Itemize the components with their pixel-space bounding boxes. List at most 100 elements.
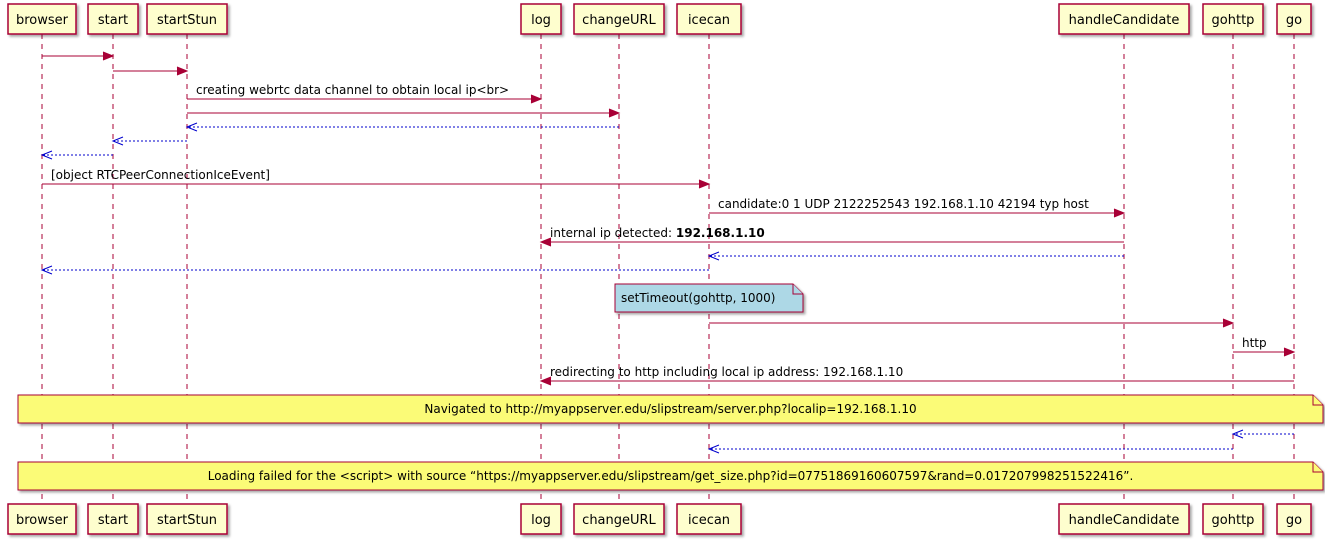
participant-label: gohttp	[1212, 13, 1255, 28]
note-2: Navigated to http://myappserver.edu/slip…	[17, 394, 1324, 424]
note-text: setTimeout(gohttp, 1000)	[621, 291, 775, 305]
message-label: [object RTCPeerConnectionIceEvent]	[51, 168, 270, 182]
note-text: Navigated to http://myappserver.edu/slip…	[424, 402, 916, 416]
participant-box	[1202, 3, 1264, 35]
participant-box	[146, 3, 228, 35]
message-handlecandidate-to-icecan	[707, 251, 1124, 261]
message-startstun-to-start	[111, 136, 187, 146]
arrow-head-icon	[40, 150, 53, 160]
arrow-head-icon	[698, 179, 711, 189]
arrow-head-icon	[707, 251, 720, 261]
participant-box	[676, 3, 742, 35]
message-go-to-log: redirecting to http including local ip a…	[539, 365, 1294, 386]
participant-gohttp-bottom: gohttp	[1202, 503, 1264, 535]
note-3: Loading failed for the <script> with sou…	[17, 461, 1324, 491]
message-label: candidate:0 1 UDP 2122252543 192.168.1.1…	[718, 197, 1089, 211]
participant-box	[573, 3, 665, 35]
arrow-head-icon	[102, 51, 115, 61]
participant-label: startStun	[157, 513, 217, 528]
message-text: creating webrtc data channel to obtain l…	[196, 83, 509, 97]
participant-label: go	[1286, 513, 1302, 528]
message-bold-text: 192.168.1.10	[676, 226, 765, 240]
message-text: [object RTCPeerConnectionIceEvent]	[51, 168, 270, 182]
note-shape	[614, 283, 804, 313]
message-gohttp-to-icecan	[707, 444, 1233, 454]
participant-box	[1276, 503, 1312, 535]
message-icecan-to-handlecandidate: candidate:0 1 UDP 2122252543 192.168.1.1…	[709, 197, 1126, 218]
participant-browser-top: browser	[7, 3, 77, 35]
message-icecan-to-gohttp	[709, 318, 1235, 328]
participant-label: icecan	[688, 13, 730, 28]
note-text: Loading failed for the <script> with sou…	[208, 469, 1134, 483]
message-gohttp-to-go: http	[1233, 336, 1296, 357]
message-startstun-to-changeurl	[187, 108, 621, 118]
participant-startstun-bottom: startStun	[146, 503, 228, 535]
message-text: redirecting to http including local ip a…	[550, 365, 903, 379]
participant-changeurl-bottom: changeURL	[573, 503, 665, 535]
arrow-head-icon	[530, 94, 543, 104]
participant-icecan-bottom: icecan	[676, 503, 742, 535]
participant-box	[1058, 503, 1190, 535]
arrow-head-icon	[1283, 347, 1296, 357]
note-1: setTimeout(gohttp, 1000)	[614, 283, 804, 313]
participant-label: log	[531, 513, 551, 528]
message-go-to-gohttp	[1231, 429, 1294, 439]
participant-go-bottom: go	[1276, 503, 1312, 535]
message-icecan-to-browser	[40, 265, 709, 275]
participant-box	[1276, 3, 1312, 35]
participant-label: startStun	[157, 13, 217, 28]
arrow-head-icon	[1231, 429, 1244, 439]
message-browser-to-icecan: [object RTCPeerConnectionIceEvent]	[42, 168, 711, 189]
participant-startstun-top: startStun	[146, 3, 228, 35]
arrow-head-icon	[40, 265, 53, 275]
arrow-head-icon	[608, 108, 621, 118]
participant-label: go	[1286, 13, 1302, 28]
participant-label: gohttp	[1212, 513, 1255, 528]
participant-box	[676, 503, 742, 535]
message-label: http	[1242, 336, 1267, 350]
arrow-head-icon	[707, 444, 720, 454]
message-text: candidate:0 1 UDP 2122252543 192.168.1.1…	[718, 197, 1089, 211]
message-text: internal ip detected:	[550, 226, 676, 240]
arrow-head-icon	[185, 122, 198, 132]
message-text: http	[1242, 336, 1267, 350]
participant-label: browser	[16, 13, 69, 28]
participant-handlecandidate-bottom: handleCandidate	[1058, 503, 1190, 535]
participant-start-bottom: start	[87, 503, 139, 535]
participant-log-top: log	[520, 3, 562, 35]
arrow-head-icon	[1113, 208, 1126, 218]
participant-label: start	[98, 13, 128, 28]
participant-gohttp-top: gohttp	[1202, 3, 1264, 35]
note-shape	[17, 394, 1324, 424]
participant-changeurl-top: changeURL	[573, 3, 665, 35]
participant-browser-bottom: browser	[7, 503, 77, 535]
participant-icecan-top: icecan	[676, 3, 742, 35]
arrow-head-icon	[176, 66, 189, 76]
message-label: redirecting to http including local ip a…	[550, 365, 903, 379]
arrow-head-icon	[539, 376, 552, 386]
note-fold	[792, 284, 803, 295]
participant-box	[146, 503, 228, 535]
message-label: internal ip detected: 192.168.1.10	[550, 226, 765, 240]
arrow-head-icon	[1222, 318, 1235, 328]
participant-label: browser	[16, 513, 69, 528]
participant-log-bottom: log	[520, 503, 562, 535]
participant-box	[520, 503, 562, 535]
message-browser-to-start	[42, 51, 115, 61]
participant-label: handleCandidate	[1069, 13, 1180, 28]
participant-box	[573, 503, 665, 535]
lifelines	[41, 34, 1295, 504]
participant-label: changeURL	[582, 13, 656, 28]
participant-label: log	[531, 13, 551, 28]
participant-label: icecan	[688, 513, 730, 528]
participant-label: start	[98, 513, 128, 528]
note-shape	[17, 461, 1324, 491]
notes: setTimeout(gohttp, 1000) Navigated to htt…	[17, 283, 1324, 491]
participant-box	[7, 3, 77, 35]
message-startstun-to-log: creating webrtc data channel to obtain l…	[187, 83, 543, 104]
participants: browser browser start start startStun startSt…	[7, 3, 1312, 535]
participant-label: handleCandidate	[1069, 513, 1180, 528]
participant-handlecandidate-top: handleCandidate	[1058, 3, 1190, 35]
participant-go-top: go	[1276, 3, 1312, 35]
